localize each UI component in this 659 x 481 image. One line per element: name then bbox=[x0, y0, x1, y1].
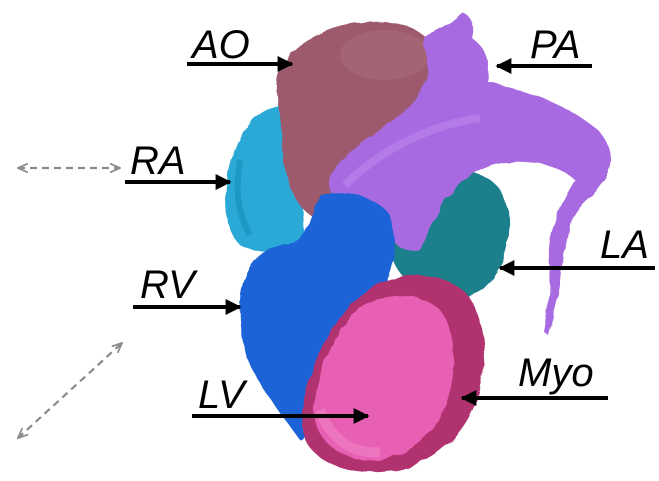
diagonal-dashed-double-arrow-icon bbox=[18, 343, 122, 438]
label-la: LA bbox=[600, 223, 649, 267]
label-rv: RV bbox=[140, 263, 198, 307]
label-pa: PA bbox=[530, 23, 580, 67]
label-myo: Myo bbox=[518, 351, 594, 395]
label-lv: LV bbox=[198, 373, 248, 417]
label-ra: RA bbox=[130, 139, 186, 183]
label-ao: AO bbox=[190, 23, 250, 67]
